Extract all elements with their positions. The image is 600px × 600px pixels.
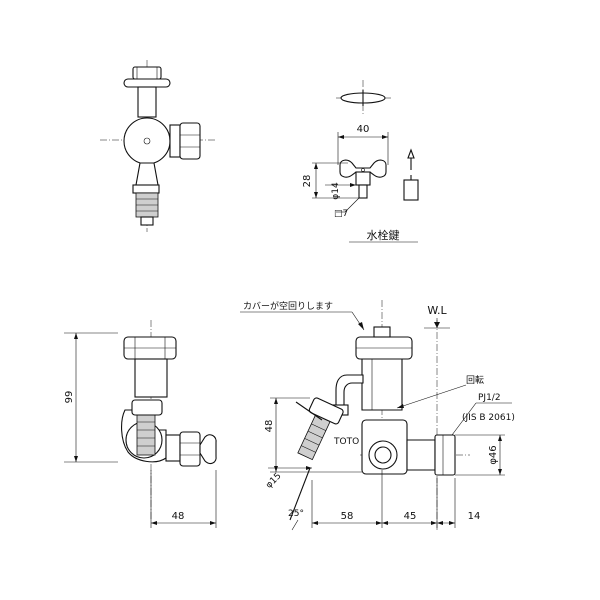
front-48-label: 48 [264,420,275,433]
dim-45-label: 45 [404,511,417,522]
angle-25-label: 25° [288,509,304,519]
rotate-label: 回転 [466,375,484,386]
key-phi14-label: φ14 [331,182,341,200]
key-detail: 40 28 φ14 □7 水栓鍵 [302,80,419,243]
toto-label: TOTO [333,437,359,447]
side-view: 99 48 [64,320,217,528]
key-title: 水栓鍵 [367,228,400,242]
front-view: カバーが空回りします W.L 回転 PJ1/2 (JIS B 2061) TOT… [240,300,515,531]
key-width-label: 40 [357,124,370,135]
jis-label: (JIS B 2061) [462,413,515,423]
key-height-label: 28 [302,175,313,188]
phi46-label: φ46 [488,445,499,464]
cover-note: カバーが空回りします [243,300,333,312]
key-sq7-label: □7 [334,209,348,219]
pj-label: PJ1/2 [478,393,501,403]
phi15-label: φ15 [264,471,283,490]
dim-58-label: 58 [341,511,354,522]
height-99-label: 99 [64,391,75,404]
side-48-label: 48 [172,511,185,522]
dim-14-label: 14 [468,511,481,522]
water-level-label: W.L [427,304,447,317]
top-view [100,60,215,232]
